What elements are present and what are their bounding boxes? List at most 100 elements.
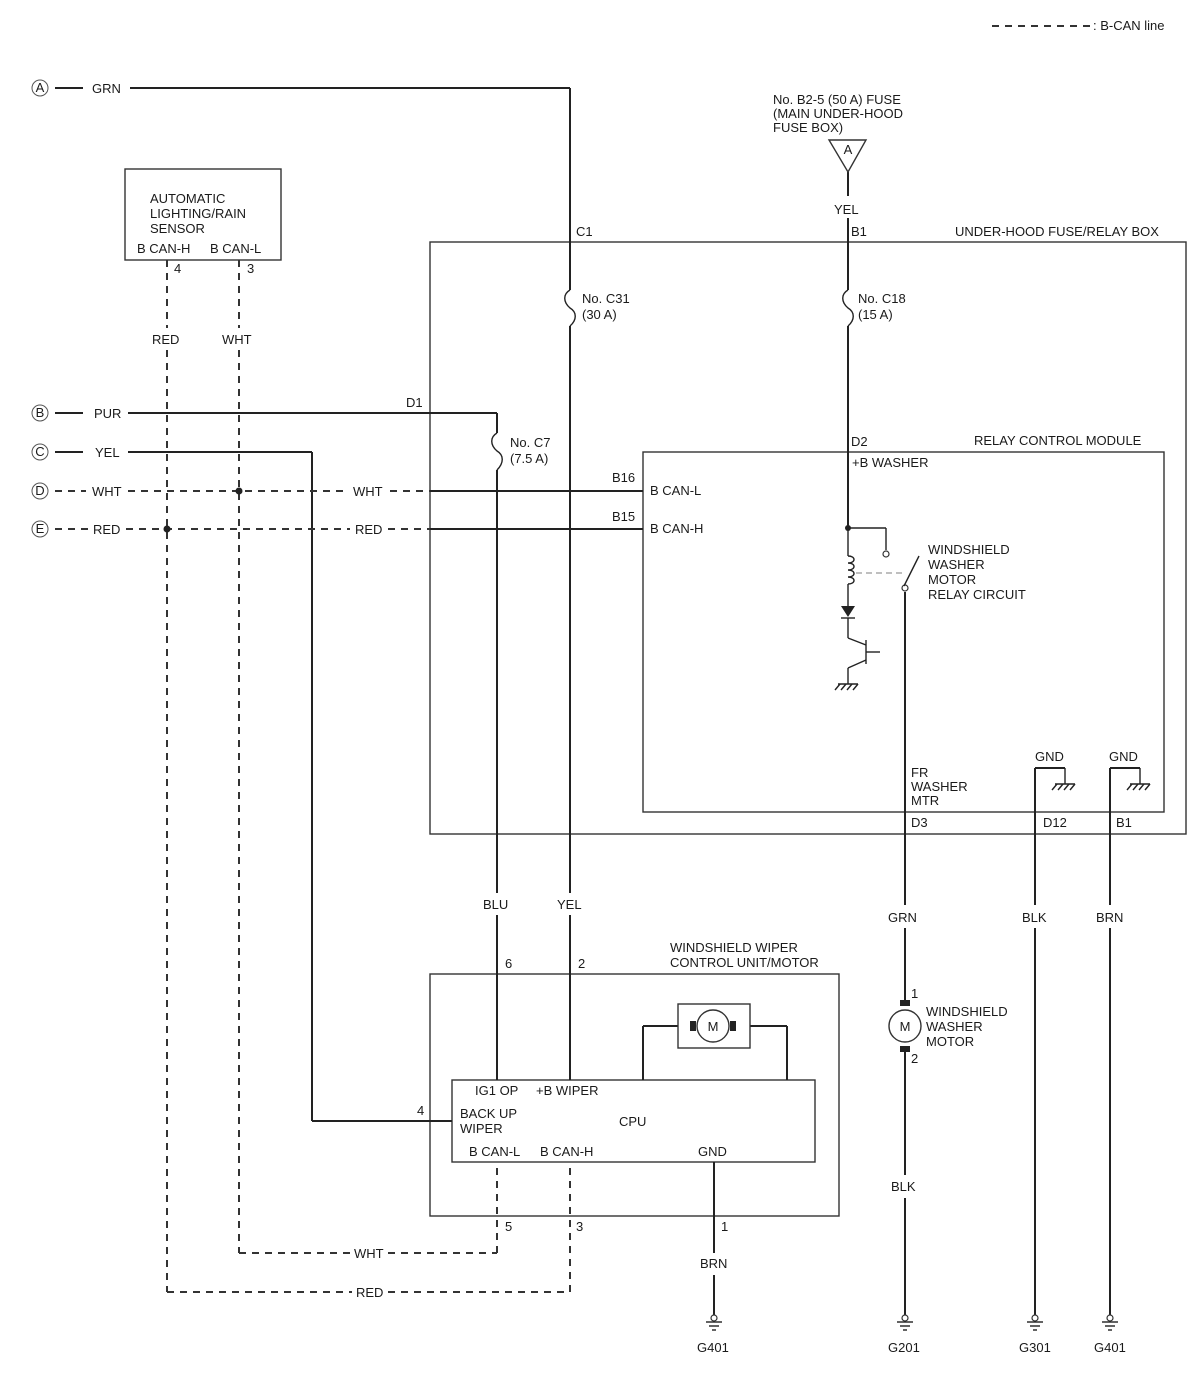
washer-motor-icon: M	[888, 1000, 922, 1052]
connector-d: D	[31, 482, 49, 500]
svg-text:(15 A): (15 A)	[858, 307, 893, 322]
ground-symbol-icon	[1102, 1314, 1118, 1331]
svg-text:D: D	[35, 483, 44, 498]
wire-label-yel: YEL	[95, 445, 120, 460]
ground-symbol-icon	[897, 1314, 913, 1331]
svg-text:GND: GND	[1109, 749, 1138, 764]
wire-label-wht-2: WHT	[353, 484, 383, 499]
svg-text:FR: FR	[911, 765, 928, 780]
wire-label-pur: PUR	[94, 406, 121, 421]
cpu-label: CPU	[619, 1114, 646, 1129]
fuse-c18-icon	[842, 289, 854, 327]
wiper-motor-icon: M	[677, 1003, 751, 1049]
ground-symbol-icon	[706, 1314, 722, 1331]
wire-label-red: RED	[93, 522, 120, 537]
ground-g201: G201	[888, 1340, 920, 1355]
chassis-ground-icon	[1051, 768, 1076, 791]
svg-text:IG1 OP: IG1 OP	[475, 1083, 518, 1098]
svg-text:+B WASHER: +B WASHER	[852, 455, 928, 470]
connector-e: E	[31, 520, 49, 538]
ground-g401: G401	[1094, 1340, 1126, 1355]
connector-c: C	[31, 443, 49, 461]
svg-text:2: 2	[911, 1051, 918, 1066]
wire-label-red-bottom: RED	[356, 1285, 383, 1300]
wire-label-grn: GRN	[92, 81, 121, 96]
svg-text:2: 2	[578, 956, 585, 971]
wire-label-blk-washer: BLK	[891, 1179, 916, 1194]
svg-text:B CAN-L: B CAN-L	[469, 1144, 520, 1159]
chassis-ground-icon	[1126, 768, 1151, 791]
wire-label-grn-washer: GRN	[888, 910, 917, 925]
fuse-c7-icon	[491, 432, 503, 471]
svg-text:3: 3	[247, 261, 254, 276]
svg-text:No. C18: No. C18	[858, 291, 906, 306]
wire-label-wht-sensor: WHT	[222, 332, 252, 347]
svg-text:FUSE BOX): FUSE BOX)	[773, 120, 843, 135]
svg-text:B16: B16	[612, 470, 635, 485]
svg-text:E: E	[36, 521, 45, 536]
legend-text: : B-CAN line	[1093, 18, 1165, 33]
svg-text:B CAN-L: B CAN-L	[210, 241, 261, 256]
relay-module-title: RELAY CONTROL MODULE	[974, 433, 1142, 448]
svg-text:M: M	[708, 1019, 719, 1034]
under-hood-fuse-relay-box	[429, 241, 1187, 835]
svg-text:C: C	[35, 444, 44, 459]
svg-text:No. B2-5 (50 A) FUSE: No. B2-5 (50 A) FUSE	[773, 92, 901, 107]
ground-g301: G301	[1019, 1340, 1051, 1355]
svg-text:1: 1	[721, 1219, 728, 1234]
diode-icon	[841, 606, 855, 617]
can-wires	[55, 260, 571, 1293]
svg-text:1: 1	[911, 986, 918, 1001]
svg-text:No. C31: No. C31	[582, 291, 630, 306]
wire-label-red-2: RED	[355, 522, 382, 537]
solid-wires	[55, 87, 1140, 1315]
svg-text:3: 3	[576, 1219, 583, 1234]
svg-text:M: M	[900, 1019, 911, 1034]
svg-text:+B WIPER: +B WIPER	[536, 1083, 599, 1098]
svg-text:D2: D2	[851, 434, 868, 449]
svg-text:(MAIN UNDER-HOOD: (MAIN UNDER-HOOD	[773, 106, 903, 121]
wire-label-blu: BLU	[483, 897, 508, 912]
svg-text:MOTOR: MOTOR	[926, 1034, 974, 1049]
svg-text:RELAY CIRCUIT: RELAY CIRCUIT	[928, 587, 1026, 602]
fuse-source-triangle-icon	[827, 139, 868, 174]
automatic-lighting-rain-sensor	[124, 168, 282, 261]
wire-label-yel-wiper: YEL	[557, 897, 582, 912]
svg-text:WINDSHIELD: WINDSHIELD	[928, 542, 1010, 557]
legend: : B-CAN line	[992, 18, 1165, 33]
ground-g401-wiper: G401	[697, 1340, 729, 1355]
wiper-labels: WINDSHIELD WIPER CONTROL UNIT/MOTOR BLU …	[354, 897, 819, 1355]
sensor-labels: AUTOMATIC LIGHTING/RAIN SENSOR B CAN-H B…	[137, 191, 261, 347]
svg-text:A: A	[36, 80, 45, 95]
wire-label-red-sensor: RED	[152, 332, 179, 347]
wire-label-brn-wiper: BRN	[700, 1256, 727, 1271]
svg-text:B1: B1	[851, 224, 867, 239]
svg-text:B CAN-H: B CAN-H	[137, 241, 190, 256]
connector-a: A	[31, 79, 49, 97]
svg-text:(30 A): (30 A)	[582, 307, 617, 322]
relay-module-labels: RELAY CONTROL MODULE +B WASHER B CAN-L B…	[650, 433, 1142, 808]
svg-text:SENSOR: SENSOR	[150, 221, 205, 236]
wire-label-blk-g301: BLK	[1022, 910, 1047, 925]
fuse-relay-box-labels: UNDER-HOOD FUSE/RELAY BOX C1 B1 D1 No. C…	[406, 224, 1159, 830]
wire-label-brn-g401: BRN	[1096, 910, 1123, 925]
svg-text:B15: B15	[612, 509, 635, 524]
junction-dot	[235, 487, 243, 495]
junction-dot	[163, 525, 171, 533]
svg-text:D3: D3	[911, 815, 928, 830]
svg-text:WINDSHIELD: WINDSHIELD	[926, 1004, 1008, 1019]
svg-text:B CAN-L: B CAN-L	[650, 483, 701, 498]
svg-text:GND: GND	[698, 1144, 727, 1159]
svg-text:A: A	[844, 142, 853, 157]
svg-text:WASHER: WASHER	[928, 557, 985, 572]
svg-text:AUTOMATIC: AUTOMATIC	[150, 191, 225, 206]
svg-text:B CAN-H: B CAN-H	[540, 1144, 593, 1159]
wire-label-wht: WHT	[92, 484, 122, 499]
svg-text:CONTROL UNIT/MOTOR: CONTROL UNIT/MOTOR	[670, 955, 819, 970]
wire-label-yel-source: YEL	[834, 202, 859, 217]
svg-text:B1: B1	[1116, 815, 1132, 830]
svg-text:BACK UP: BACK UP	[460, 1106, 517, 1121]
wire-label-wht-bottom: WHT	[354, 1246, 384, 1261]
svg-text:WIPER: WIPER	[460, 1121, 503, 1136]
